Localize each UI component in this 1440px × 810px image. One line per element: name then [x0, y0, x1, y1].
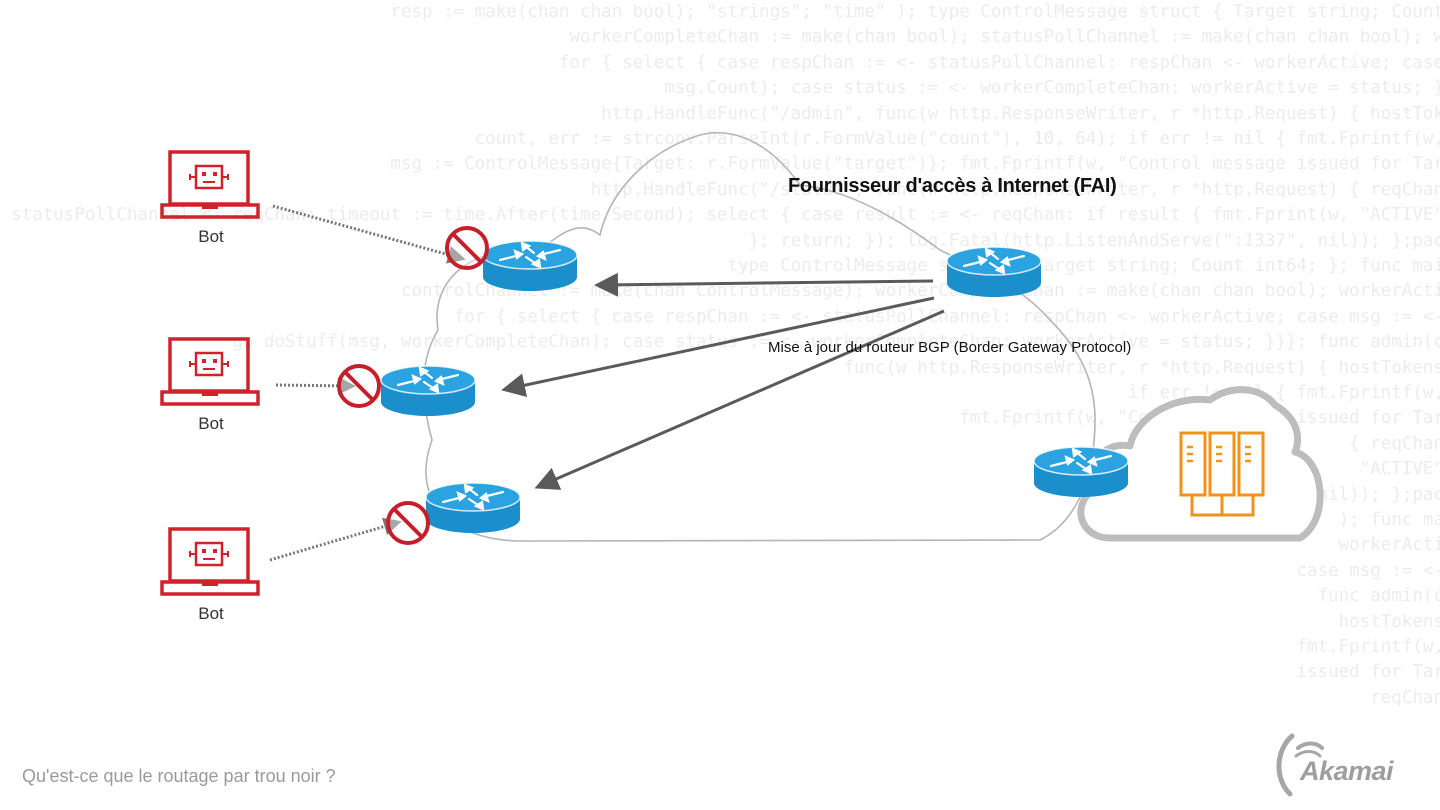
- bgp-arrow-2: [501, 296, 935, 397]
- router-icon-edge-1: [481, 239, 579, 293]
- router-icon-bgp: [945, 245, 1043, 299]
- blocked-icon-2: [337, 364, 381, 408]
- bot-label-1: Bot: [198, 227, 224, 246]
- bot-laptop-icon-2: [160, 337, 260, 406]
- bot-laptop-icon-3: [160, 527, 260, 596]
- bgp-arrow-1: [594, 272, 934, 297]
- router-icon-edge-2: [379, 364, 477, 418]
- bgp-update-label: Mise à jour du routeur BGP (Border Gatew…: [768, 339, 1132, 356]
- blocked-icon-3: [386, 501, 430, 545]
- server-rack-icon: [1179, 431, 1265, 517]
- router-icon-edge-3: [424, 481, 522, 535]
- bot-traffic-arrow-1: [272, 204, 466, 264]
- akamai-wordmark: Akamai: [1300, 756, 1394, 786]
- router-icon-datacenter: [1032, 445, 1130, 499]
- bot-label-2: Bot: [198, 414, 224, 433]
- bot-traffic-arrow-3: [269, 517, 402, 562]
- isp-title: Fournisseur d'accès à Internet (FAI): [788, 175, 1117, 197]
- bgp-arrow-3: [534, 309, 945, 490]
- akamai-wave-icon: [1276, 733, 1324, 797]
- bot-label-3: Bot: [198, 604, 224, 623]
- bot-laptop-icon-1: [160, 150, 260, 219]
- akamai-logo: Akamai: [1270, 730, 1420, 800]
- page-caption: Qu'est-ce que le routage par trou noir ?: [22, 766, 336, 786]
- blocked-icon-1: [445, 226, 489, 270]
